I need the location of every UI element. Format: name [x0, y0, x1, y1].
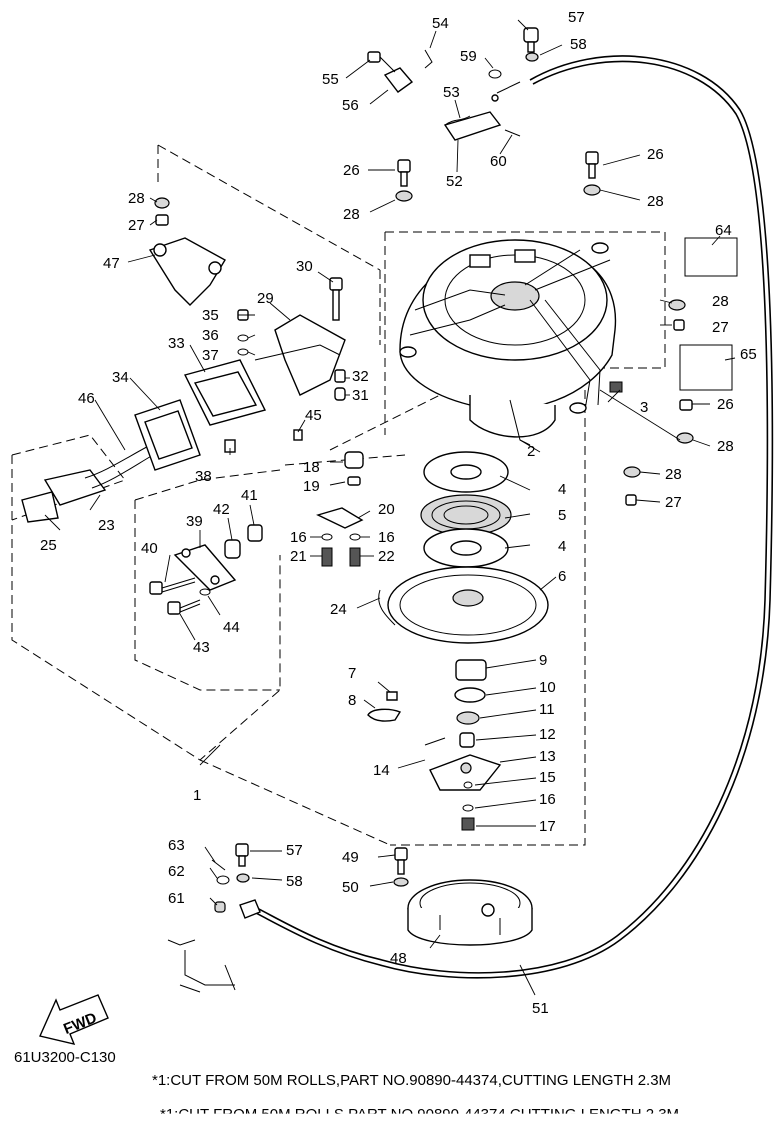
part-label-6: 6: [558, 568, 566, 585]
part-label-13: 13: [539, 748, 556, 765]
part-label-38: 38: [195, 468, 212, 485]
part-label-20: 20: [378, 501, 395, 518]
part-label-37: 37: [202, 347, 219, 364]
lever-assembly: [148, 237, 346, 396]
part-label-59: 59: [460, 48, 477, 65]
part-label-52: 52: [446, 173, 463, 190]
part-label-28d: 28: [712, 293, 729, 310]
part-label-60: 60: [490, 153, 507, 170]
part-label-5: 5: [558, 507, 566, 524]
part-label-45: 45: [305, 407, 322, 424]
part-label-33: 33: [168, 335, 185, 352]
part-label-19: 19: [303, 478, 320, 495]
plug-and-bracket: [316, 451, 364, 567]
part-label-30: 30: [296, 258, 313, 275]
part-label-2: 2: [527, 443, 535, 460]
part-label-55: 55: [322, 71, 339, 88]
part-label-47: 47: [103, 255, 120, 272]
part-label-28b: 28: [343, 206, 360, 223]
part-label-62: 62: [168, 863, 185, 880]
part-label-58a: 58: [570, 36, 587, 53]
part-labels: 1 2 3 4 4 5 6 7 8 9 10 11 12 13 14 15 16…: [40, 9, 757, 1017]
part-label-50: 50: [342, 879, 359, 896]
part-label-35: 35: [202, 307, 219, 324]
part-label-61: 61: [168, 890, 185, 907]
part-label-25: 25: [40, 537, 57, 554]
part-label-18: 18: [303, 459, 320, 476]
part-label-41: 41: [241, 487, 258, 504]
part-label-34: 34: [112, 369, 129, 386]
fasteners: [149, 27, 694, 615]
part-label-46: 46: [78, 390, 95, 407]
part-label-8: 8: [348, 692, 356, 709]
part-label-17: 17: [539, 818, 556, 835]
starter-housing: [399, 239, 617, 446]
label-sheets: [679, 237, 738, 391]
part-label-28a: 28: [128, 190, 145, 207]
part-label-28c: 28: [647, 193, 664, 210]
part-label-16a: 16: [290, 529, 307, 546]
starter-handle: [21, 439, 166, 523]
part-label-26b: 26: [647, 146, 664, 163]
part-label-16b: 16: [378, 529, 395, 546]
part-label-44: 44: [223, 619, 240, 636]
part-label-7: 7: [348, 665, 356, 682]
part-label-28e: 28: [717, 438, 734, 455]
part-label-57b: 57: [286, 842, 303, 859]
part-label-15: 15: [539, 769, 556, 786]
part-label-24: 24: [330, 601, 347, 618]
drawing-code: 61U3200-C130: [14, 1049, 116, 1066]
part-label-26c: 26: [717, 396, 734, 413]
part-label-54: 54: [432, 15, 449, 32]
part-label-12: 12: [539, 726, 556, 743]
part-label-31: 31: [352, 387, 369, 404]
footnote-continuation: *1:CUT FROM 50M ROLLS,PART NO.90890-4437…: [160, 1106, 680, 1123]
part-label-56: 56: [342, 97, 359, 114]
part-label-27c: 27: [665, 494, 682, 511]
part-label-3: 3: [640, 399, 648, 416]
part-label-4a: 4: [558, 481, 566, 498]
starter-parts-stack: [367, 451, 549, 831]
top-link-parts: [367, 49, 521, 141]
part-label-23: 23: [98, 517, 115, 534]
part-label-9: 9: [539, 652, 547, 669]
part-label-26a: 26: [343, 162, 360, 179]
part-label-39: 39: [186, 513, 203, 530]
part-label-42: 42: [213, 501, 230, 518]
part-label-51: 51: [532, 1000, 549, 1017]
part-label-32: 32: [352, 368, 369, 385]
brackets: [134, 359, 267, 591]
part-label-16c: 16: [539, 791, 556, 808]
part-label-11: 11: [539, 701, 555, 718]
part-label-28f: 28: [665, 466, 682, 483]
part-label-49: 49: [342, 849, 359, 866]
part-label-27a: 27: [128, 217, 145, 234]
part-label-10: 10: [539, 679, 556, 696]
part-label-22: 22: [378, 548, 395, 565]
footnote: *1:CUT FROM 50M ROLLS,PART NO.90890-4437…: [152, 1072, 672, 1089]
part-label-29: 29: [257, 290, 274, 307]
part-label-27b: 27: [712, 319, 729, 336]
part-label-57a: 57: [568, 9, 585, 26]
part-label-4b: 4: [558, 538, 566, 555]
part-label-65: 65: [740, 346, 757, 363]
part-label-36: 36: [202, 327, 219, 344]
part-label-53: 53: [443, 84, 460, 101]
part-label-14: 14: [373, 762, 390, 779]
bottom-linkage: [167, 843, 409, 993]
part-label-48: 48: [390, 950, 407, 967]
leader-lines: [44, 19, 736, 996]
part-label-64: 64: [715, 222, 732, 239]
part-label-1: 1: [193, 787, 201, 804]
part-label-63: 63: [168, 837, 185, 854]
part-label-21: 21: [290, 548, 307, 565]
control-cable: [249, 55, 774, 979]
part-label-43: 43: [193, 639, 210, 656]
fwd-direction-badge: FWD: [39, 994, 109, 1045]
starter-cup: [407, 879, 533, 946]
part-label-40: 40: [141, 540, 158, 557]
part-label-58b: 58: [286, 873, 303, 890]
